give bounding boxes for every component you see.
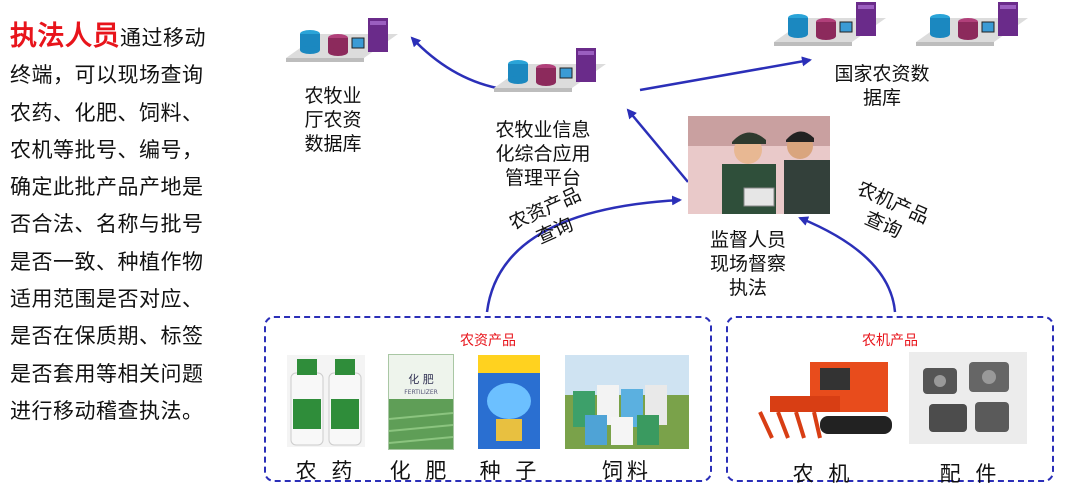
machine-group-title: 农机产品 bbox=[728, 330, 1052, 350]
arrow-platform-to-province bbox=[412, 38, 497, 88]
item-machine: 农 机 bbox=[778, 458, 868, 488]
supervisor-line: 执法 bbox=[693, 276, 803, 300]
platform-line: 农牧业信息 bbox=[478, 118, 608, 142]
item-parts: 配 件 bbox=[925, 458, 1015, 488]
province-db-label: 农牧业 厅农资 数据库 bbox=[278, 84, 388, 156]
server-icon-national-1 bbox=[768, 0, 888, 60]
province-db-line: 农牧业 bbox=[278, 84, 388, 108]
supervisor-photo bbox=[688, 116, 830, 214]
harvester-image bbox=[750, 352, 900, 452]
parts-image bbox=[909, 352, 1027, 444]
fertilizer-title-text: 化 肥 bbox=[389, 371, 453, 387]
item-seed: 种 子 bbox=[472, 455, 548, 485]
supervisor-line: 监督人员 bbox=[693, 228, 803, 252]
platform-label: 农牧业信息 化综合应用 管理平台 bbox=[478, 118, 608, 190]
item-feed: 饲料 bbox=[580, 455, 674, 485]
fertilizer-sub-text: FERTILIZER bbox=[389, 389, 453, 396]
pesticide-image bbox=[287, 355, 365, 447]
national-db-line: 据库 bbox=[822, 86, 942, 110]
province-db-line: 厅农资 bbox=[278, 108, 388, 132]
arrow-platform-to-national bbox=[640, 60, 810, 90]
platform-line: 化综合应用 bbox=[478, 142, 608, 166]
national-db-line: 国家农资数 bbox=[822, 62, 942, 86]
arrow-supervisor-to-platform bbox=[628, 110, 688, 182]
fertilizer-image: 化 肥 FERTILIZER bbox=[388, 354, 454, 450]
server-icon-province bbox=[280, 16, 400, 76]
seed-image bbox=[478, 355, 540, 449]
province-db-line: 数据库 bbox=[278, 132, 388, 156]
item-pesticide: 农 药 bbox=[287, 455, 365, 485]
feed-image bbox=[565, 355, 689, 449]
server-icon-national-2 bbox=[910, 0, 1030, 60]
agri-group-title: 农资产品 bbox=[266, 330, 710, 350]
item-fertilizer: 化 肥 bbox=[382, 455, 458, 485]
national-db-label: 国家农资数 据库 bbox=[822, 62, 942, 110]
supervisor-label: 监督人员 现场督察 执法 bbox=[693, 228, 803, 300]
supervisor-line: 现场督察 bbox=[693, 252, 803, 276]
server-icon-platform bbox=[488, 46, 608, 106]
